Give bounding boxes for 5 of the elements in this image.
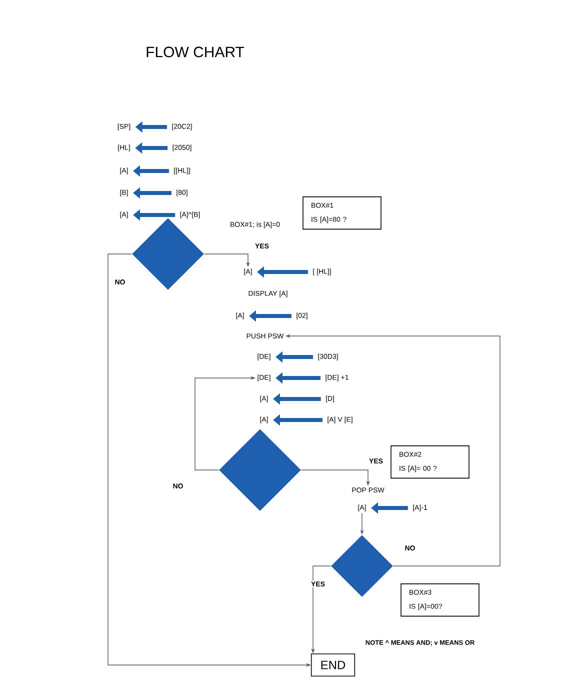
decision-diamond [132,218,204,290]
decision-diamond [331,535,393,597]
chart-title: FLOW CHART [146,46,244,58]
end-box: END [310,653,356,677]
decision-diamond [219,429,301,511]
